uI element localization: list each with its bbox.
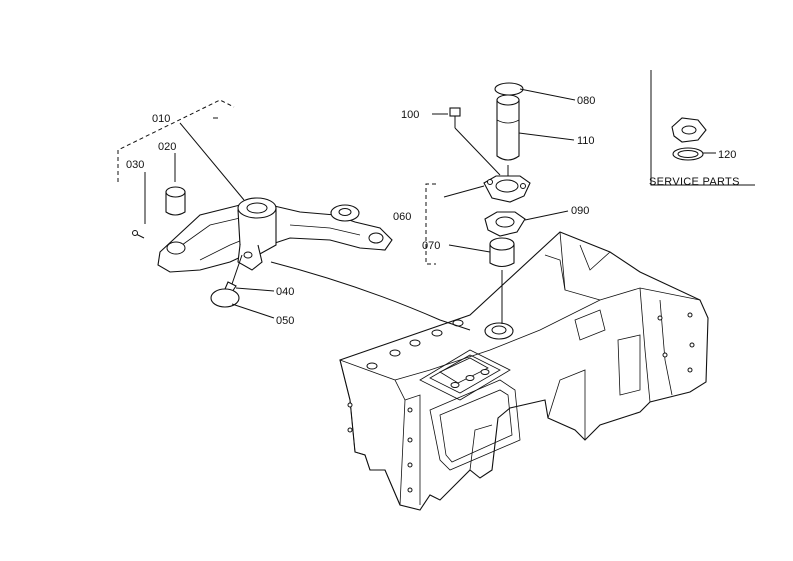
label-080: 080: [577, 95, 595, 107]
label-010: 010: [152, 113, 170, 125]
label-090: 090: [571, 205, 589, 217]
service-parts-caption: SERVICE PARTS: [649, 176, 740, 188]
service-divider: [650, 70, 755, 186]
bolt-100: [449, 107, 501, 176]
transmission-housing: [339, 231, 709, 511]
label-020: 020: [158, 141, 176, 153]
bracket-060-group: [425, 183, 436, 265]
label-060: 060: [393, 211, 411, 223]
bushing-070: [489, 237, 515, 268]
flange-060: [483, 175, 531, 203]
label-040: 040: [276, 286, 294, 298]
label-050: 050: [276, 315, 294, 327]
gasket-090: [484, 211, 526, 237]
bushing-020: [165, 186, 186, 216]
lift-arm-010: [157, 197, 393, 273]
washer-050: [210, 288, 240, 308]
label-120: 120: [718, 149, 736, 161]
bracket-010-group: [117, 99, 235, 182]
label-070: 070: [422, 240, 440, 252]
service-parts-120: [671, 117, 707, 161]
label-100: 100: [401, 109, 419, 121]
rod-110: [496, 94, 520, 161]
label-030: 030: [126, 159, 144, 171]
cap-080: [494, 82, 524, 96]
label-110: 110: [577, 135, 595, 147]
leader-lines: [144, 88, 716, 331]
pin-030: [132, 230, 145, 239]
